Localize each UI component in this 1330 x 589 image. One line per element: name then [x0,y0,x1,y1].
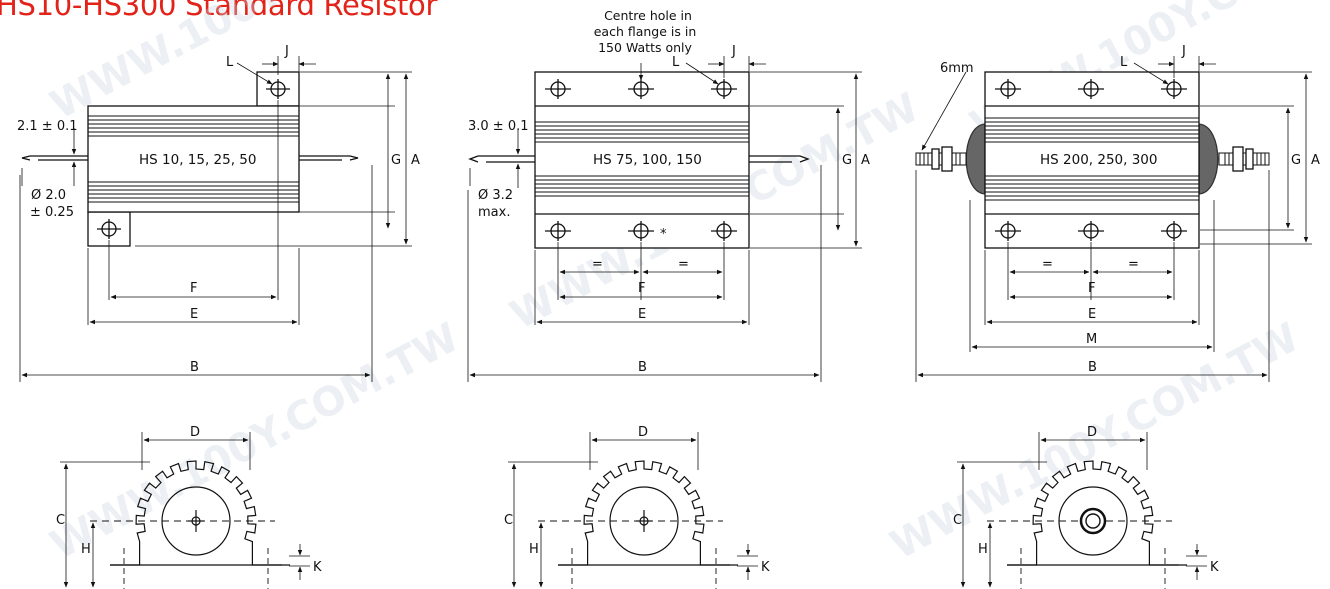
large-equal-left: = [1042,257,1053,272]
medium-end-gear [558,460,730,566]
small-dim-c: C [56,513,65,528]
medium-dim-c: C [504,513,513,528]
medium-note-line-2: each flange is in [594,24,697,39]
small-top-labels: HS 10, 15, 25, 50 2.1 ± 0.1 Ø 2.0 ± 0.25… [17,44,420,375]
medium-top-view [467,56,862,382]
large-end-view [957,432,1207,589]
small-end-gear [110,460,282,566]
small-dim-g: G [391,153,401,168]
large-model-label: HS 200, 250, 300 [1040,152,1157,168]
medium-end-labels: D C H K [504,425,770,575]
large-dim-b: B [1088,360,1097,375]
small-dim-h: H [81,542,91,557]
large-dim-g: G [1291,153,1301,168]
medium-note-line-1: Centre hole in [604,8,692,23]
small-dim-a: A [411,153,420,168]
small-dim-l: L [226,55,234,70]
small-dim-d: D [190,425,200,440]
large-end-labels: D C H K [953,425,1219,575]
large-dim-d: D [1087,425,1097,440]
medium-dim-b: B [638,360,647,375]
large-thread-label: 6mm [940,61,974,76]
small-top-view [19,56,412,382]
small-dim-b: B [190,360,199,375]
large-dim-e: E [1088,307,1096,322]
large-dim-c: C [953,513,962,528]
large-dim-m: M [1086,332,1097,347]
small-model-label: HS 10, 15, 25, 50 [139,152,256,168]
large-end-gear [1007,460,1179,566]
large-dim-f: F [1088,281,1095,296]
large-top-view [915,56,1312,382]
large-dim-j: J [1181,44,1186,59]
small-dim-f: F [190,281,197,296]
small-dim-j: J [284,44,289,59]
large-top-labels: HS 200, 250, 300 6mm = = L J G A F E M B [940,44,1320,375]
medium-dia-tol-label: max. [478,205,510,220]
medium-dim-a: A [861,153,870,168]
large-dim-k: K [1210,560,1219,575]
page-title: HS10-HS300 Standard Resistor [0,0,438,22]
small-dim-k: K [313,560,322,575]
medium-asterisk: * [660,227,667,242]
medium-dim-h: H [529,542,539,557]
large-dim-a: A [1311,153,1320,168]
large-equal-right: = [1128,257,1139,272]
medium-model-label: HS 75, 100, 150 [593,152,702,168]
medium-lead-tol-label: 3.0 ± 0.1 [468,119,529,134]
medium-equal-left: = [592,257,603,272]
medium-dim-e: E [638,307,646,322]
large-dim-h: H [978,542,988,557]
medium-equal-right: = [678,257,689,272]
medium-top-labels: HS 75, 100, 150 3.0 ± 0.1 Ø 3.2 max. Cen… [468,8,870,375]
medium-dim-g: G [842,153,852,168]
medium-dia-label: Ø 3.2 [478,188,513,203]
medium-dim-d: D [638,425,648,440]
medium-end-view [508,432,758,589]
small-dia-tol-label: ± 0.25 [30,205,74,220]
small-dia-label: Ø 2.0 [31,188,66,203]
small-end-labels: D C H K [56,425,322,575]
small-lead-tol-label: 2.1 ± 0.1 [17,119,78,134]
small-dim-e: E [190,307,198,322]
medium-dim-l: L [672,55,680,70]
medium-dim-k: K [761,560,770,575]
medium-note-line-3: 150 Watts only [598,40,692,55]
medium-dim-f: F [638,281,645,296]
medium-dim-j: J [731,44,736,59]
large-dim-l: L [1120,55,1128,70]
small-end-view [60,432,310,589]
